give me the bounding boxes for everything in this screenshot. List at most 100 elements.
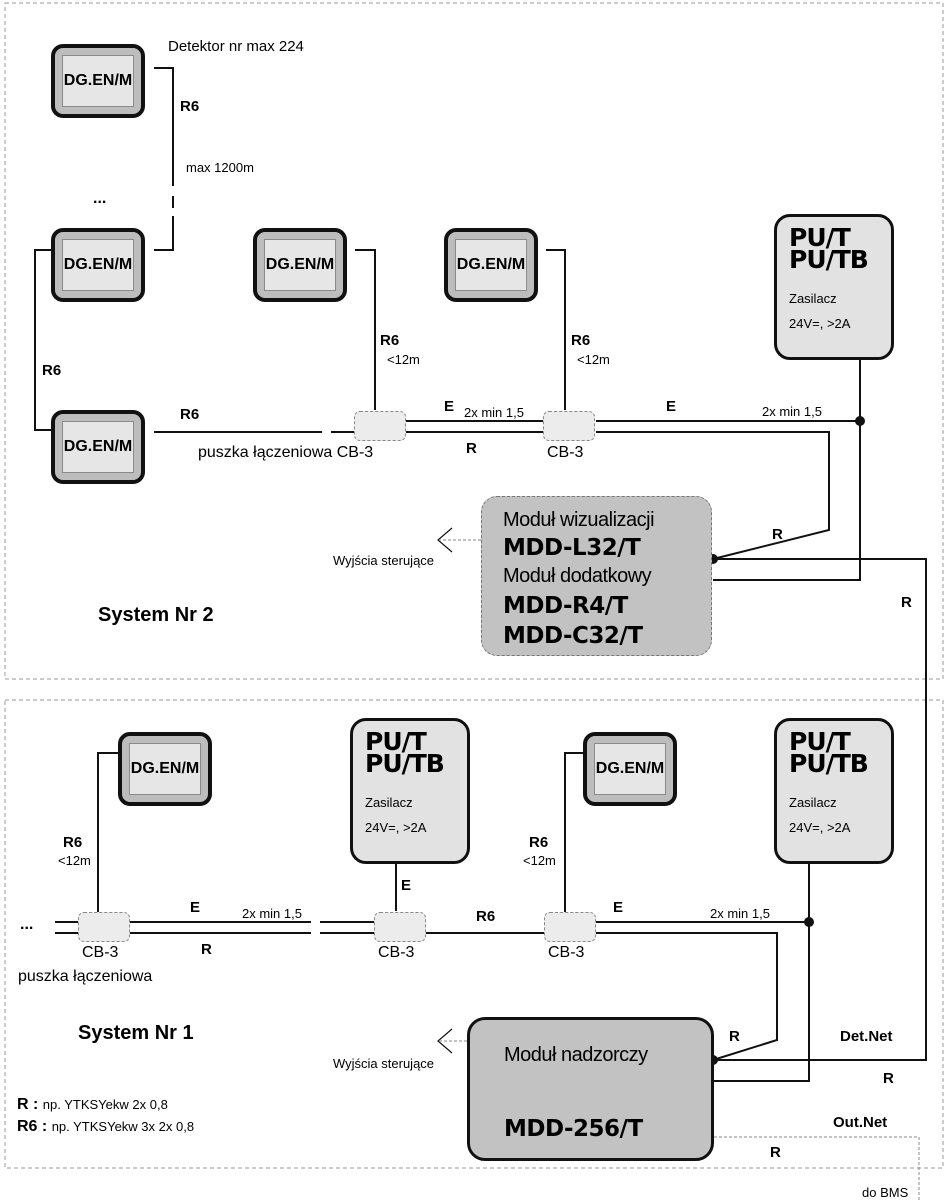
detector[interactable]: DG.EN/M [51, 44, 145, 118]
out-net-label: Out.Net [833, 1114, 888, 1131]
cable-length-label: <12m [523, 853, 556, 868]
psu-desc: Zasilacz [789, 291, 837, 306]
det-net-label: Det.Net [840, 1028, 893, 1045]
cable-label: R [201, 941, 212, 958]
cable-label: E [444, 398, 455, 415]
detector-label: DG.EN/M [129, 743, 201, 795]
max-length-label: max 1200m [186, 160, 254, 175]
cable-spec-label: 2x min 1,5 [762, 404, 822, 419]
cable-label: E [401, 877, 412, 894]
cable-label: R6 [180, 406, 200, 423]
cable-label: R6 [380, 332, 400, 349]
detector-label: DG.EN/M [264, 239, 336, 291]
module-line: Moduł nadzorczy [504, 1044, 648, 1066]
legend-key: R6 : [17, 1118, 48, 1135]
wire-outnet [714, 1136, 920, 1200]
psu-model: PU/T [789, 223, 851, 252]
junction-label: CB-3 [378, 944, 415, 961]
junction-label: CB-3 [548, 944, 585, 961]
cable-label: R [772, 526, 783, 543]
cable-length-label: <12m [387, 352, 420, 367]
cable-length-label: <12m [58, 853, 91, 868]
detector[interactable]: DG.EN/M [51, 228, 145, 302]
cable-label: R [770, 1144, 781, 1161]
system1-frame [4, 699, 944, 1169]
psu-model: PU/T [365, 727, 427, 756]
visualization-module[interactable]: Moduł wizualizacji MDD-L32/T Moduł dodat… [481, 496, 712, 656]
wire-r-link [713, 558, 927, 1061]
detector[interactable]: DG.EN/M [118, 732, 212, 806]
legend-value: np. YTKSYekw 3x 2x 0,8 [51, 1119, 195, 1134]
junction-box-cb3[interactable] [543, 411, 595, 441]
detector[interactable]: DG.EN/M [583, 732, 677, 806]
detector-label: DG.EN/M [62, 421, 134, 473]
system-title: System Nr 2 [98, 604, 214, 626]
wire-r-2 [596, 431, 830, 560]
ellipsis: ... [20, 916, 34, 933]
cable-label: R [883, 1070, 894, 1087]
power-supply[interactable]: PU/T PU/TB Zasilacz 24V=, >2A [350, 718, 470, 864]
wire-r6-det-left [97, 752, 118, 912]
module-line: Moduł wizualizacji [503, 509, 655, 531]
junction-box-cb3[interactable] [354, 411, 406, 441]
node-dot [855, 416, 865, 426]
module-model: MDD-R4/T [503, 593, 628, 619]
psu-desc: Zasilacz [365, 795, 413, 810]
cable-label: R6 [63, 834, 83, 851]
psu-spec: 24V=, >2A [365, 820, 427, 835]
cable-label: R6 [476, 908, 496, 925]
cable-label: E [190, 899, 201, 916]
wire-psu2-feed [713, 858, 810, 1082]
cable-label: R6 [180, 98, 200, 115]
system2-frame [4, 2, 944, 680]
outputs-arrow-icon [437, 1028, 453, 1054]
module-model: MDD-L32/T [503, 535, 641, 561]
module-model: MDD-256/T [504, 1116, 643, 1142]
node-dot [804, 917, 814, 927]
detector-label: DG.EN/M [455, 239, 527, 291]
outputs-label: Wyjścia sterujące [333, 1056, 435, 1071]
wire-r6-det3 [546, 249, 566, 410]
legend-r6: R6 : np. YTKSYekw 3x 2x 0,8 [17, 1118, 194, 1136]
junction-desc: puszka łączeniowa [18, 968, 153, 985]
psu-spec: 24V=, >2A [789, 316, 851, 331]
psu-model-alt: PU/TB [789, 245, 869, 274]
psu-model-alt: PU/TB [365, 749, 445, 778]
junction-box-cb3[interactable] [374, 912, 426, 942]
legend-r: R : np. YTKSYekw 2x 0,8 [17, 1096, 168, 1114]
ellipsis: ... [93, 190, 107, 207]
supervisory-module[interactable]: Moduł nadzorczy MDD-256/T [467, 1017, 714, 1161]
power-supply[interactable]: PU/T PU/TB Zasilacz 24V=, >2A [774, 214, 894, 360]
psu-desc: Zasilacz [789, 795, 837, 810]
junction-label: CB-3 [82, 944, 119, 961]
wire-r6-det-right [564, 752, 583, 912]
wire-r6-left [34, 249, 51, 431]
wire-r6-top-cont [154, 216, 174, 251]
junction-box-cb3[interactable] [544, 912, 596, 942]
legend-key: R : [17, 1096, 39, 1113]
outputs-label: Wyjścia sterujące [333, 553, 435, 568]
junction-label: puszka łączeniowa CB-3 [198, 444, 374, 461]
cable-label: R [729, 1028, 740, 1045]
cable-label: R6 [42, 362, 62, 379]
module-model: MDD-C32/T [503, 623, 643, 649]
psu-model: PU/T [789, 727, 851, 756]
cable-label: R [901, 594, 912, 611]
power-supply[interactable]: PU/T PU/TB Zasilacz 24V=, >2A [774, 718, 894, 864]
detector[interactable]: DG.EN/M [253, 228, 347, 302]
cable-length-label: <12m [577, 352, 610, 367]
cable-spec-label: 2x min 1,5 [242, 906, 302, 921]
detector-count-label: Detektor nr max 224 [168, 38, 304, 55]
detector[interactable]: DG.EN/M [444, 228, 538, 302]
junction-box-cb3[interactable] [78, 912, 130, 942]
detector[interactable]: DG.EN/M [51, 410, 145, 484]
module-line: Moduł dodatkowy [503, 565, 652, 587]
cable-spec-label: 2x min 1,5 [464, 405, 524, 420]
cable-label: R6 [529, 834, 549, 851]
wire-psu-feed [713, 358, 861, 581]
cable-label: R6 [571, 332, 591, 349]
cable-label: E [666, 398, 677, 415]
junction-label: CB-3 [547, 444, 584, 461]
system-title: System Nr 1 [78, 1022, 194, 1044]
